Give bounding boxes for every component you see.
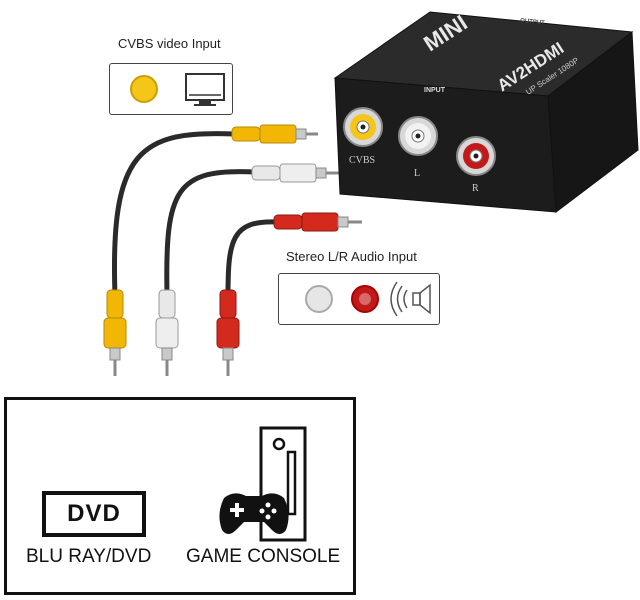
cvbs-input-callout (109, 63, 233, 115)
right-audio-port-jack (456, 136, 496, 176)
yellow-jack-icon (130, 75, 158, 103)
stereo-audio-title: Stereo L/R Audio Input (286, 249, 417, 264)
left-port-label: L (414, 168, 420, 179)
speaker-icon (390, 281, 431, 317)
dvd-logo: DVD (42, 491, 146, 537)
white-rca-plug-horizontal (251, 163, 340, 183)
gamepad-icon (219, 493, 289, 534)
red-cable-cord (225, 219, 278, 296)
yellow-rca-plug-vertical (103, 289, 127, 376)
red-rca-plug-vertical (216, 289, 240, 376)
yellow-rca-plug-horizontal (231, 124, 318, 144)
white-cable-cord (164, 169, 256, 296)
white-rca-plug-vertical (155, 289, 179, 376)
right-port-label: R (472, 183, 479, 194)
cvbs-port-label: CVBS (349, 155, 375, 166)
white-jack-icon (305, 285, 333, 313)
stereo-audio-callout (278, 273, 440, 325)
cvbs-port-jack (343, 107, 383, 147)
av2hdmi-converter: MINI AV2HDMI UP Scaler 1080P INPUT OUTPU… (333, 10, 639, 213)
game-console-label: GAME CONSOLE (186, 546, 341, 567)
converter-input-label: INPUT (424, 87, 446, 94)
bluray-dvd-label: BLU RAY/DVD (26, 546, 152, 567)
left-audio-port-jack (398, 116, 438, 156)
monitor-icon (185, 73, 225, 106)
red-rca-plug-horizontal (273, 212, 362, 232)
cvbs-input-title: CVBS video Input (118, 36, 221, 51)
red-jack-icon (351, 285, 379, 313)
cable-illustration: MINI AV2HDMI UP Scaler 1080P INPUT OUTPU… (103, 10, 639, 376)
converter-output-label: OUTPUT (520, 18, 545, 27)
yellow-cable-cord (111, 131, 236, 296)
